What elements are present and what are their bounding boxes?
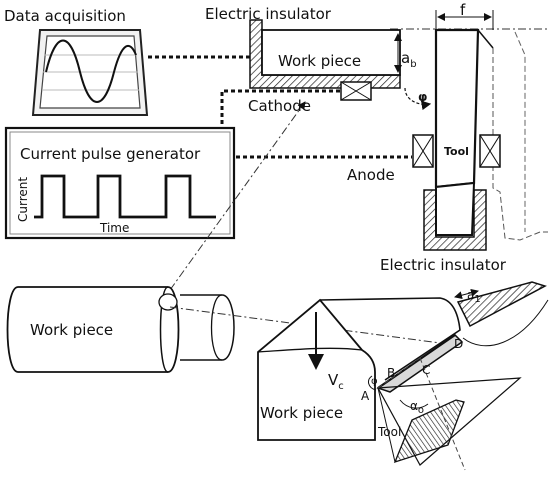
work-piece-detail — [257, 297, 461, 441]
anode-contact-right — [479, 134, 501, 168]
sine-wave — [45, 39, 137, 103]
square-wave-pulses — [34, 174, 216, 219]
phi-arc-bottom — [368, 375, 377, 391]
tool-dashed-outline-2 — [514, 31, 526, 232]
pulse-generator-label: Current pulse generator — [20, 145, 201, 163]
point-d-label: D — [454, 337, 463, 351]
point-a-label: A — [361, 389, 370, 403]
ab-label: ab — [401, 49, 417, 70]
dashdot-zoom-line — [169, 101, 306, 291]
insulator-bottom-holder — [423, 189, 487, 251]
monitor-icon — [31, 29, 149, 116]
tool-detail — [376, 334, 522, 466]
time-axis-label: Time — [99, 221, 129, 235]
connector-cathode — [220, 89, 340, 126]
tool-bottom-label: Tool — [377, 425, 401, 439]
alpha-label: αo — [410, 399, 424, 416]
alpha-arc — [399, 399, 429, 409]
a1-label: a1 — [467, 288, 481, 305]
phi-label-top: φ — [418, 90, 427, 104]
f-label: f — [460, 1, 466, 19]
tool-dashed-outline — [492, 48, 548, 241]
point-b-label: B — [387, 366, 395, 380]
phi-arc-top — [404, 87, 432, 111]
construction-dashed-1 — [419, 357, 466, 471]
construction-dashed-2 — [377, 357, 421, 389]
chip-detail — [456, 281, 549, 347]
electric-insulator-top-label: Electric insulator — [205, 5, 332, 23]
point-c-label: C — [422, 363, 430, 377]
work-piece-bottom-label: Work piece — [260, 404, 343, 422]
electric-insulator-bottom-label: Electric insulator — [380, 256, 507, 274]
cathode-label: Cathode — [248, 97, 311, 115]
current-axis-label: Current — [16, 177, 30, 222]
cathode-contact — [340, 81, 372, 101]
work-piece-top-label: Work piece — [278, 52, 361, 70]
work-piece-top — [261, 29, 401, 76]
cylinder-work-piece — [6, 286, 235, 373]
tool-top-label: Tool — [444, 145, 469, 158]
data-acquisition-label: Data acquisition — [4, 7, 126, 25]
work-piece-cylinder-label: Work piece — [30, 321, 113, 339]
tool-body-top — [434, 28, 494, 236]
a1-dim-line — [454, 288, 479, 300]
vc-label: Vc — [328, 371, 344, 392]
anode-contact-left — [412, 134, 434, 168]
phi-small-label: φ — [371, 376, 378, 387]
anode-label: Anode — [347, 166, 395, 184]
